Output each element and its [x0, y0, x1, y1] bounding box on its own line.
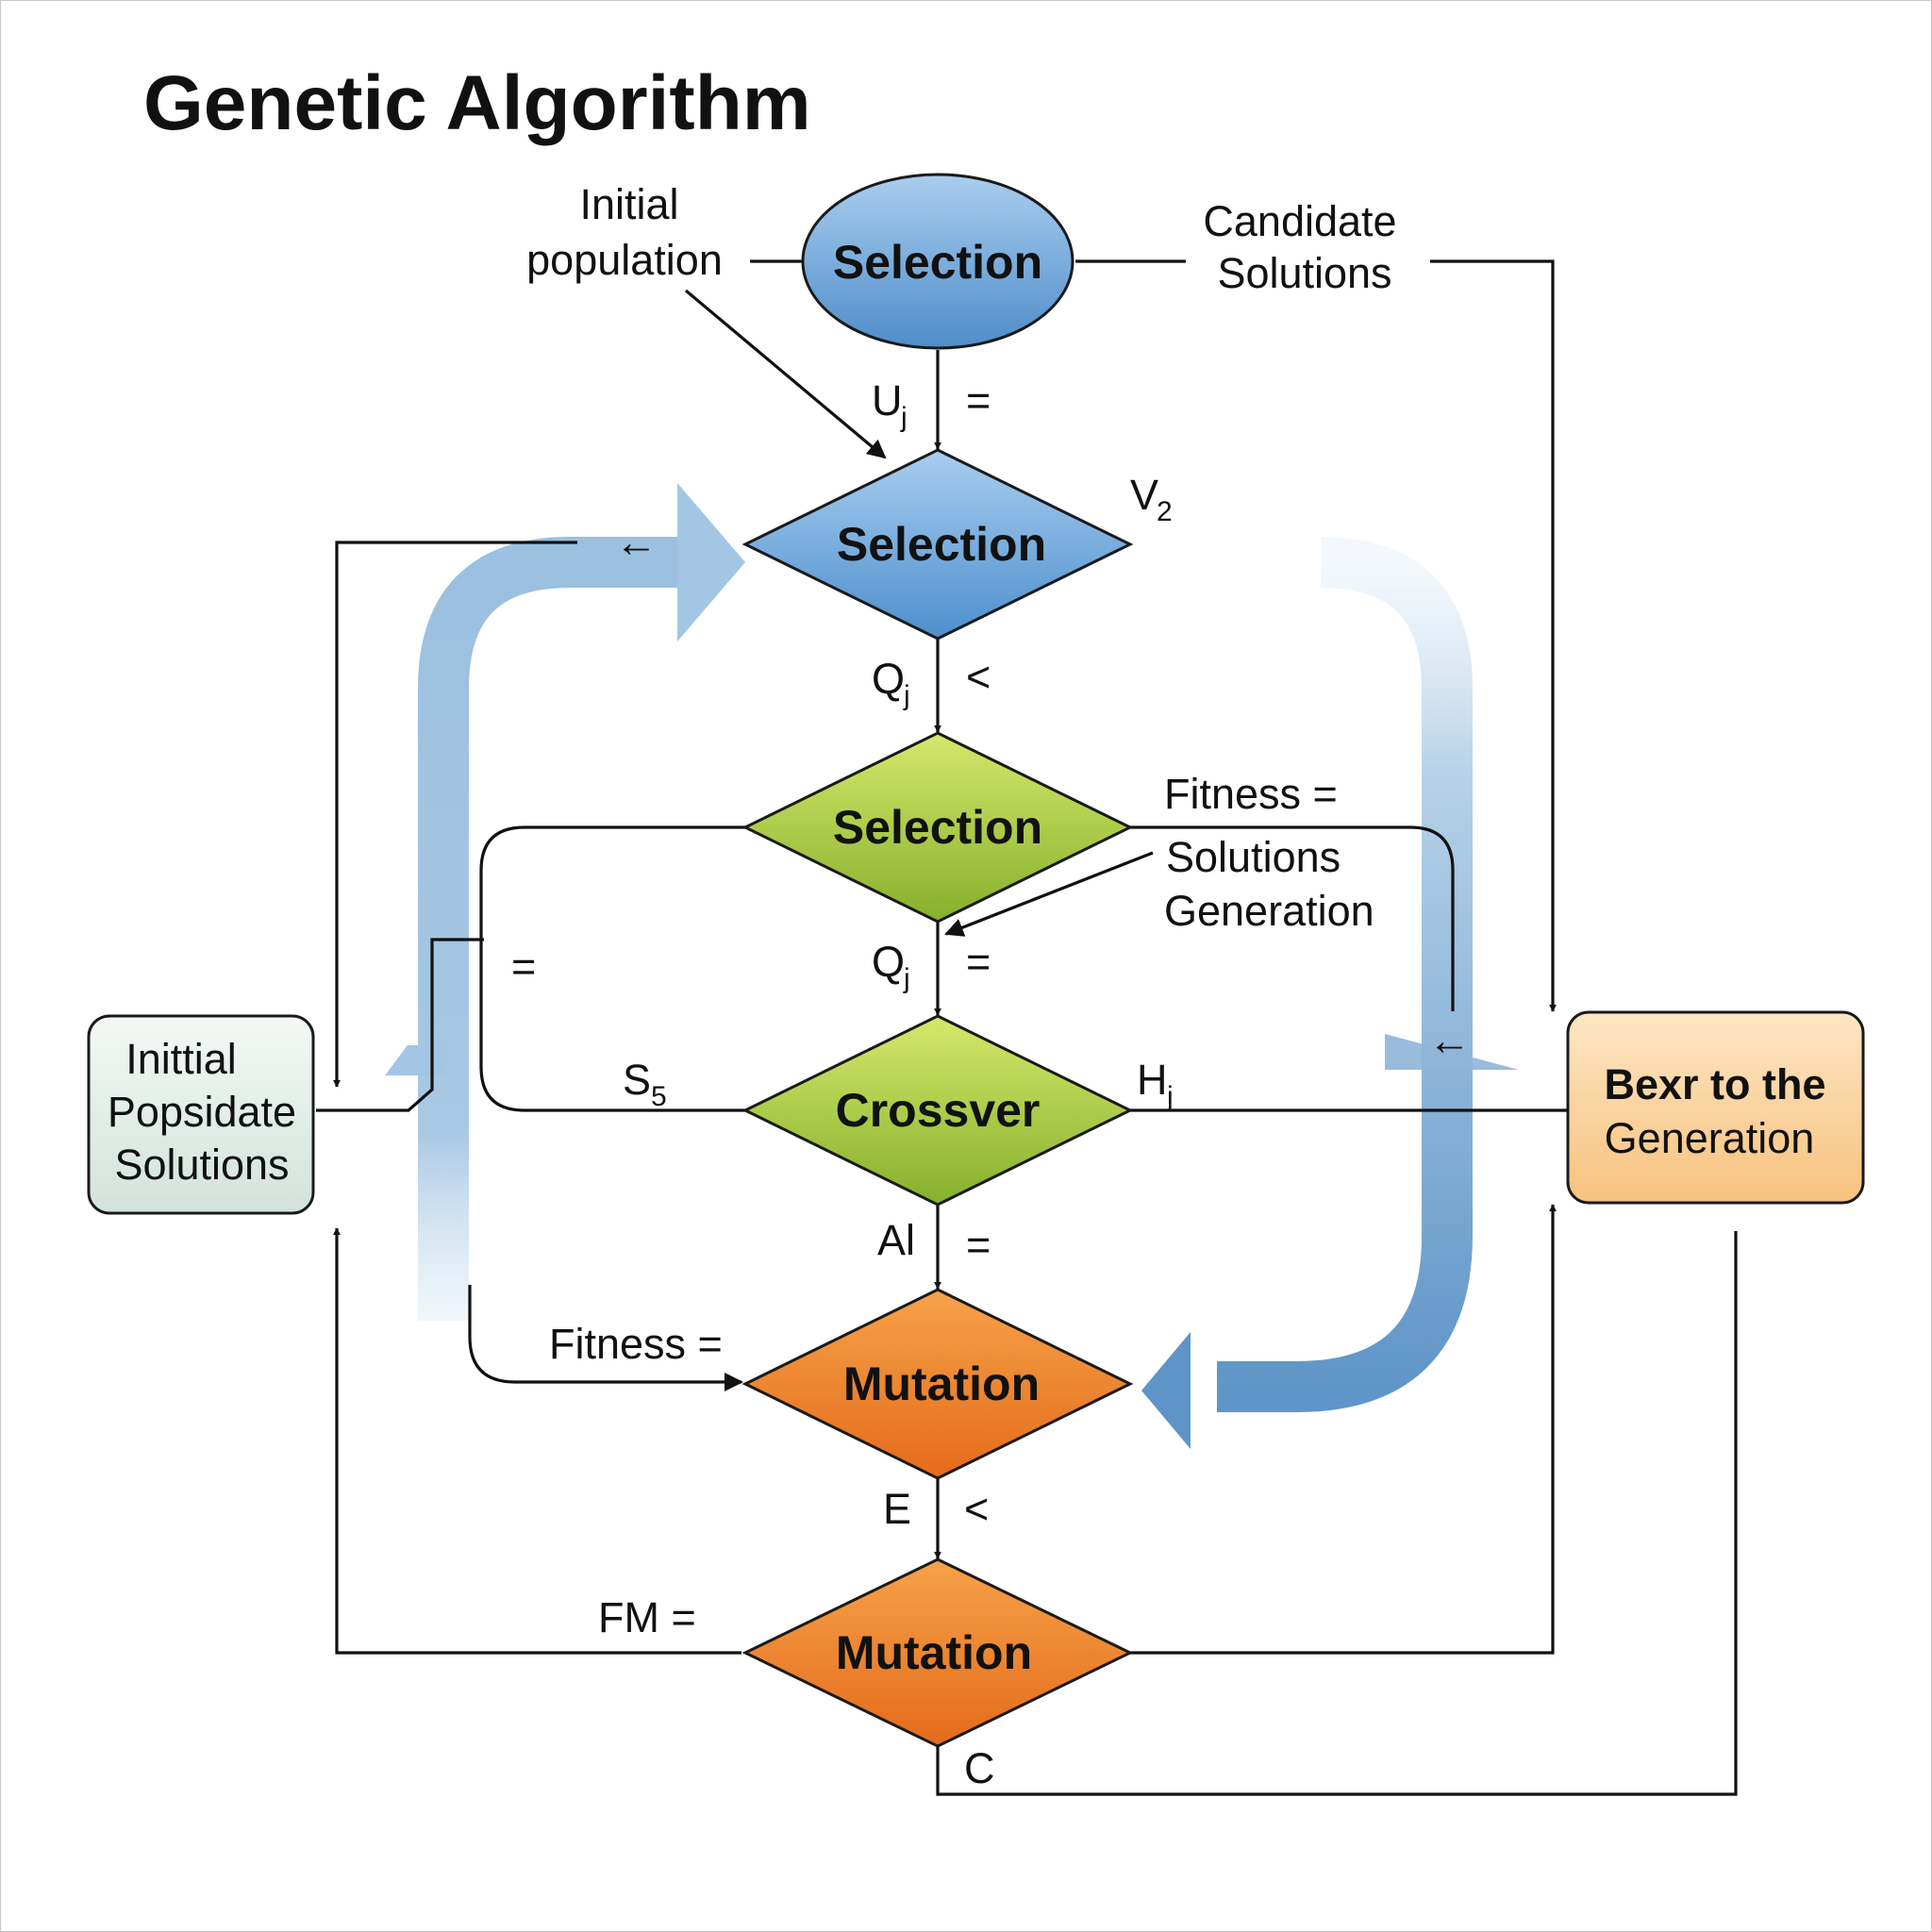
- hj-label: H: [1137, 1056, 1168, 1104]
- selection-diamond-blue-label: Selection: [837, 518, 1046, 571]
- left-equals-label: =: [511, 942, 536, 991]
- crossover-diamond[interactable]: Crossver: [741, 1014, 1134, 1207]
- candidate-solutions-label-2: Solutions: [1217, 249, 1391, 297]
- next-box-line-1: Bexr to the: [1604, 1060, 1825, 1108]
- connectors: [316, 259, 1738, 1796]
- initial-population-label-1: Initial: [579, 180, 678, 228]
- al-label: Al: [877, 1216, 915, 1264]
- selection-diamond-green[interactable]: Selection: [741, 731, 1134, 924]
- initial-box-line-1: Inittial: [125, 1035, 237, 1083]
- qi-label-2: Q: [872, 938, 905, 986]
- initial-box-line-2: Popsidate: [108, 1088, 296, 1136]
- ui-label: U: [872, 376, 903, 425]
- ui-subscript: j: [900, 402, 908, 433]
- ui-equals: =: [966, 376, 991, 425]
- mutation-diamond-2[interactable]: Mutation: [741, 1557, 1134, 1748]
- e-less-than: <: [964, 1485, 989, 1533]
- selection-diamond-blue[interactable]: Selection: [741, 448, 1134, 641]
- fitness-solutions-label-2: Solutions: [1166, 833, 1341, 881]
- mutation-diamond-2-label: Mutation: [836, 1626, 1032, 1679]
- s5-label: S: [623, 1056, 651, 1104]
- v2-subscript: 2: [1157, 496, 1173, 527]
- initial-box-line-3: Solutions: [114, 1141, 289, 1189]
- c-label: C: [964, 1744, 995, 1792]
- fitness-solutions-label-3: Generation: [1164, 887, 1374, 935]
- next-box-line-2: Generation: [1605, 1114, 1815, 1162]
- al-equals: =: [966, 1221, 991, 1269]
- qi-subscript-2: j: [903, 963, 910, 994]
- mutation-diamond-1-label: Mutation: [843, 1357, 1040, 1410]
- selection-oval[interactable]: Selection: [801, 173, 1074, 350]
- fm-equals-label: FM =: [598, 1593, 696, 1641]
- left-arrow-glyph-2: ←: [1428, 1016, 1471, 1064]
- fitness-equals-label: Fitness =: [549, 1320, 723, 1368]
- fitness-solutions-label-1: Fitness =: [1164, 770, 1338, 818]
- candidate-solutions-label-1: Candidate: [1203, 197, 1396, 245]
- qi-subscript-1: j: [903, 680, 910, 711]
- loop-arrow-right: [1141, 537, 1519, 1449]
- qi-label-1: Q: [872, 655, 905, 703]
- e-label: E: [883, 1485, 911, 1533]
- selection-oval-label: Selection: [833, 236, 1042, 289]
- crossover-diamond-label: Crossver: [836, 1084, 1041, 1137]
- hj-subscript: j: [1166, 1081, 1174, 1112]
- left-arrow-glyph-1: ←: [615, 518, 658, 566]
- next-generation-box[interactable]: Bexr to the Generation: [1566, 1010, 1865, 1205]
- diagram-title: Genetic Algorithm: [143, 60, 811, 146]
- s5-subscript: 5: [651, 1081, 667, 1112]
- initial-population-box[interactable]: Inittial Popsidate Solutions: [87, 1014, 315, 1215]
- mutation-diamond-1[interactable]: Mutation: [741, 1288, 1134, 1480]
- initial-population-label-2: population: [526, 236, 723, 284]
- qi-less-than-1: <: [966, 653, 991, 701]
- qi-equals-2: =: [966, 938, 991, 986]
- loop-arrow-left: [385, 483, 745, 1321]
- v2-label: V: [1130, 471, 1158, 519]
- selection-diamond-green-label: Selection: [833, 801, 1042, 854]
